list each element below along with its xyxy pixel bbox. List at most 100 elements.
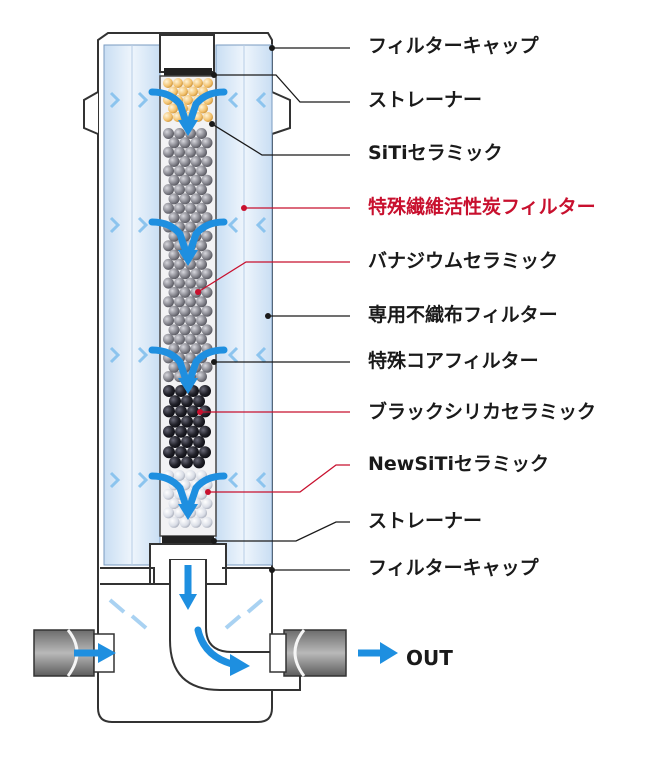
carbon-bead (201, 286, 213, 298)
leader-dot (269, 45, 275, 51)
carbon-bead (179, 156, 191, 167)
carbon-bead (174, 184, 185, 196)
inflow-diagonal-arrow-icon (224, 614, 242, 630)
carbon-bead (185, 184, 196, 196)
inflow-chevron-icon (255, 216, 267, 234)
carbon-bead (168, 305, 180, 317)
carbon-bead (201, 212, 213, 224)
carbon-bead (201, 324, 213, 336)
down-arrow-head-icon (179, 594, 197, 610)
leader-dot (205, 489, 211, 495)
leader-dot (241, 205, 247, 211)
inflow-chevron-icon (137, 216, 149, 234)
carbon-bead (185, 277, 196, 289)
siti-bead (193, 78, 203, 88)
label-bottom-filter-cap: フィルターキャップ (368, 557, 539, 579)
newsiti-bead (185, 470, 196, 481)
carbon-bead (163, 240, 174, 252)
carbon-bead (196, 258, 207, 270)
leader-dot (209, 121, 215, 127)
carbon-bead (168, 249, 180, 261)
carbon-bead (196, 165, 207, 177)
carbon-bead (174, 277, 185, 289)
newsiti-bead (190, 516, 202, 528)
leader-dot (211, 538, 217, 544)
inflow-diagonal-arrow-icon (108, 598, 126, 614)
label-nonwoven-filter: 専用不織布フィルター (368, 304, 558, 326)
carbon-bead (174, 128, 185, 139)
black-silica-bead (175, 385, 187, 397)
carbon-bead (185, 165, 196, 177)
newsiti-bead (201, 498, 213, 510)
siti-bead (173, 78, 183, 88)
leader-dot (211, 72, 217, 78)
carbon-bead (174, 165, 185, 177)
inflow-chevron-icon (227, 91, 239, 109)
carbon-bead (163, 165, 174, 177)
siti-bead (188, 86, 198, 97)
outlet-pipe (169, 560, 301, 691)
siti-bead (203, 78, 213, 88)
carbon-bead (179, 268, 191, 280)
inflow-chevron-icon (109, 91, 121, 109)
carbon-bead (179, 212, 191, 224)
carbon-bead (190, 305, 202, 317)
carbon-bead (201, 137, 213, 149)
carbon-bead (201, 305, 213, 317)
newsiti-bead (174, 470, 185, 481)
carbon-bead (163, 333, 174, 345)
inflow-chevron-icon (137, 91, 149, 109)
down-arrow-head-icon (178, 504, 198, 520)
inflow-chevron-icon (227, 216, 239, 234)
carbon-bead (201, 361, 213, 373)
down-arrow-head-icon (178, 120, 198, 136)
carbon-bead (174, 146, 185, 158)
carbon-bead (196, 277, 207, 289)
black-silica-bead (193, 415, 205, 428)
carbon-bead (201, 156, 213, 167)
carbon-bead (179, 324, 191, 336)
carbon-bead (185, 333, 196, 345)
black-silica-bead (163, 405, 175, 418)
black-silica-bead (169, 415, 181, 428)
carbon-bead (196, 240, 207, 252)
carbon-bead (190, 174, 202, 186)
carbon-bead (168, 361, 180, 373)
carbon-bead (201, 268, 213, 280)
black-silica-bead (163, 446, 175, 459)
carbon-bead (179, 343, 191, 355)
carbon-bead (196, 128, 207, 139)
black-silica-bead (187, 405, 199, 418)
outlet-label: OUT (406, 646, 453, 670)
inflow-chevron-icon (255, 91, 267, 109)
black-silica-bead (187, 425, 199, 438)
flow-arrows (74, 88, 398, 676)
black-silica-bead (181, 395, 193, 408)
label-newsiti-ceramic: NewSiTiセラミック (368, 453, 550, 475)
carbon-bead (168, 212, 180, 224)
right-arrow-head-icon (230, 654, 250, 676)
label-bottom-strainer: ストレーナー (368, 510, 483, 532)
leader-dot (265, 313, 271, 319)
leader-lines (195, 45, 350, 573)
leader-dot (197, 409, 203, 415)
carbon-bead (179, 305, 191, 317)
carbon-bead (196, 184, 207, 196)
carbon-bead (174, 296, 185, 308)
carbon-bead (190, 212, 202, 224)
inflow-chevron-icon (109, 471, 121, 489)
carbon-bead (185, 315, 196, 326)
carbon-bead (163, 184, 174, 196)
carbon-bead (196, 296, 207, 308)
carbon-bead (190, 343, 202, 355)
newsiti-bead (163, 507, 174, 519)
label-activated-carbon-filter: 特殊繊維活性炭フィルター (368, 196, 596, 218)
black-silica-bead (175, 446, 187, 459)
merge-flow-arrow-icon (148, 88, 228, 126)
inflow-chevron-icon (109, 346, 121, 364)
siti-bead (178, 86, 188, 97)
carbon-bead (163, 146, 174, 158)
carbon-bead (185, 146, 196, 158)
leader-line (197, 261, 350, 293)
label-core-filter: 特殊コアフィルター (368, 350, 539, 372)
